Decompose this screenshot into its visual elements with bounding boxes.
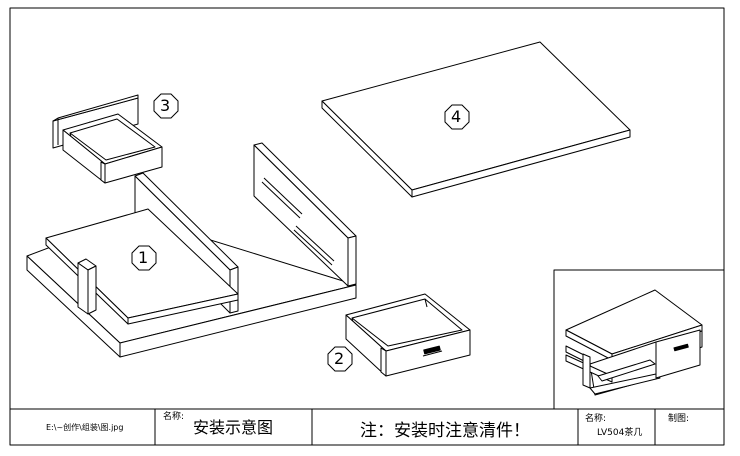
drawing-border	[9, 7, 725, 446]
part-1-label: 1	[138, 248, 149, 267]
part-badge-4	[444, 104, 470, 130]
product-name: LV504茶几	[597, 428, 643, 438]
drawing-name: 安装示意图	[193, 418, 274, 437]
drawer-handle	[423, 345, 441, 355]
file-path: E:\~创作\组装\图.jpg	[46, 423, 124, 432]
part-3-small-drawer	[52, 94, 163, 184]
drafter-label: 制图:	[668, 414, 690, 424]
title-block	[10, 408, 724, 445]
product-label: 名称:	[585, 414, 607, 424]
part-badge-1	[131, 245, 157, 271]
part-badge-3	[153, 93, 179, 119]
part-4-label: 4	[451, 107, 462, 126]
part-3-label: 3	[160, 96, 171, 115]
part-4-top-panel	[321, 41, 631, 198]
part-2-label: 2	[334, 349, 345, 368]
part-1-main-frame	[26, 142, 357, 358]
part-badge-2	[327, 346, 353, 372]
assembled-preview	[565, 289, 703, 396]
part-2-large-drawer	[345, 293, 471, 377]
assembly-notice: 注：安装时注意清件！	[360, 421, 530, 441]
name-label: 名称:	[163, 412, 185, 422]
